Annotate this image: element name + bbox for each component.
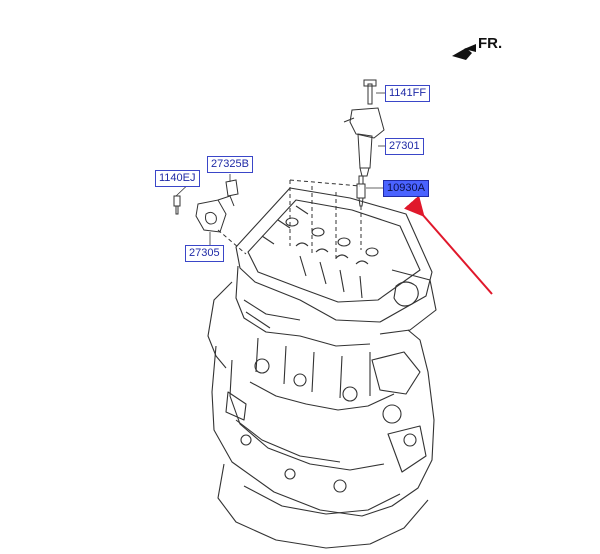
engine-block-drawing — [207, 187, 437, 549]
callout-27301[interactable]: 27301 — [385, 138, 424, 155]
callout-10930a[interactable]: 10930A — [383, 180, 429, 197]
callout-27325b[interactable]: 27325B — [207, 156, 253, 173]
front-direction-label: FR. — [478, 35, 503, 52]
callout-1141ff[interactable]: 1141FF — [385, 85, 431, 102]
callout-27305[interactable]: 27305 — [185, 245, 224, 262]
exploded-parts — [173, 79, 385, 262]
front-direction-arrow-icon — [452, 44, 476, 60]
pointer-arrow-icon — [403, 195, 493, 295]
callout-1140ej[interactable]: 1140EJ — [155, 170, 200, 187]
